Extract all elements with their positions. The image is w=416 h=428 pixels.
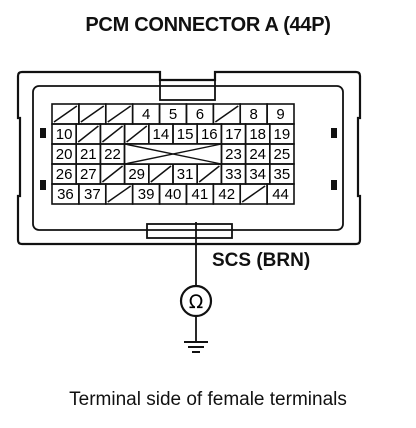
unused-terminal-slash	[77, 125, 99, 143]
connector-housing	[16, 70, 362, 246]
terminal-number: 21	[80, 146, 97, 163]
connector-bottom-tab	[146, 223, 233, 239]
terminal-number: 14	[153, 126, 170, 143]
terminal-number: 23	[225, 146, 242, 163]
diagram-caption: Terminal side of female terminals	[69, 389, 347, 410]
terminal-number: 34	[249, 166, 266, 183]
terminal-number: 42	[218, 186, 235, 203]
terminal-number: 25	[274, 146, 291, 163]
terminal-number: 17	[225, 126, 242, 143]
terminal-number: 15	[177, 126, 194, 143]
terminal-number: 10	[56, 126, 73, 143]
terminal-number: 27	[80, 166, 97, 183]
unused-terminal-slash	[101, 125, 124, 143]
terminal-number: 33	[225, 166, 242, 183]
ohm-symbol: Ω	[189, 291, 204, 313]
diagram-title: PCM CONNECTOR A (44P)	[85, 14, 331, 36]
unused-terminal-slash	[241, 185, 266, 203]
right-key	[331, 128, 337, 138]
left-key	[40, 180, 46, 190]
unused-terminal-slash	[80, 105, 105, 123]
terminal-number: 18	[249, 126, 266, 143]
terminal-number: 16	[201, 126, 218, 143]
terminal-number: 39	[138, 186, 155, 203]
terminal-grid: 4 5 6 8 9 10 14 15 16 17 18 19 20 21 22 23 24 25 26 27 29 31 3…	[51, 103, 295, 205]
terminal-number: 37	[84, 186, 101, 203]
terminal-number: 19	[274, 126, 291, 143]
terminal-number: 8	[249, 106, 257, 123]
terminal-number: 22	[104, 146, 121, 163]
left-key	[40, 128, 46, 138]
terminal-number: 6	[196, 106, 204, 123]
terminal-number: 24	[249, 146, 266, 163]
terminal-number: 9	[276, 106, 284, 123]
blank-block-cross	[124, 143, 222, 165]
terminal-number: 41	[192, 186, 209, 203]
unused-terminal-slash	[198, 165, 220, 183]
unused-terminal-slash	[107, 105, 132, 123]
connector-lock-tab	[159, 79, 216, 101]
terminal-number: 29	[128, 166, 145, 183]
terminal-number: 35	[274, 166, 291, 183]
terminal-number: 36	[57, 186, 74, 203]
terminal-number: 4	[142, 106, 150, 123]
terminal-number: 20	[56, 146, 73, 163]
unused-terminal-slash	[101, 165, 124, 183]
terminal-number: 40	[165, 186, 182, 203]
terminal-cell	[266, 183, 295, 205]
unused-terminal-slash	[107, 185, 132, 203]
signal-label: SCS (BRN)	[212, 250, 311, 271]
unused-terminal-slash	[126, 125, 148, 143]
unused-terminal-slash	[214, 105, 239, 123]
right-key	[331, 180, 337, 190]
terminal-number: 44	[272, 186, 289, 203]
unused-terminal-slash	[150, 165, 172, 183]
terminal-number: 5	[169, 106, 177, 123]
terminal-number: 31	[177, 166, 194, 183]
connector-inner-frame	[32, 85, 344, 231]
unused-terminal-slash	[53, 105, 78, 123]
terminal-number: 26	[56, 166, 73, 183]
